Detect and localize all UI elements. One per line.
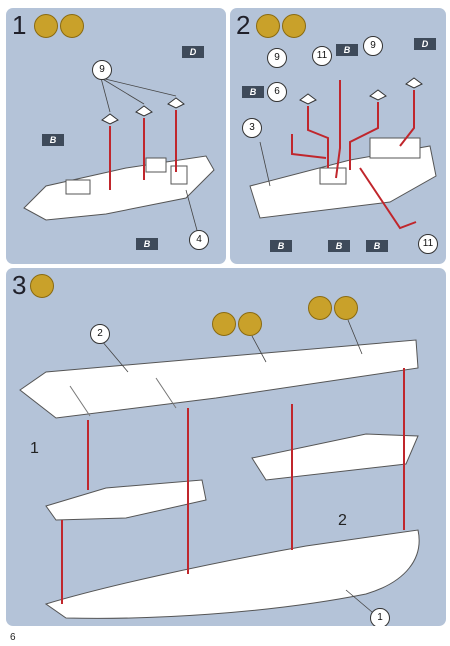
part-callout: 4 [189, 230, 209, 250]
flag-label: B [242, 86, 264, 98]
paint-icon [282, 14, 306, 38]
part-callout: 6 [267, 82, 287, 102]
step-3-panel: 3 2 1 1 2 [6, 268, 446, 626]
step-number: 2 [236, 10, 251, 40]
flag-label: B [42, 134, 64, 146]
part-callout: 2 [90, 324, 110, 344]
flag-label: B [366, 240, 388, 252]
sub-assembly-label: 2 [338, 512, 347, 529]
part-callout: 1 [370, 608, 390, 626]
brush-icon [30, 274, 54, 298]
flag-label: B [336, 44, 358, 56]
step-number: 1 [12, 10, 27, 40]
flag-label: D [182, 46, 204, 58]
step-2-drawing [249, 77, 437, 230]
step-1-drawing [23, 77, 215, 235]
part-callout: 9 [363, 36, 383, 56]
flag-label: D [414, 38, 436, 50]
step-3-drawing [19, 319, 420, 619]
part-callout: 11 [312, 46, 332, 66]
flag-label: B [136, 238, 158, 250]
part-callout: 3 [242, 118, 262, 138]
paint-icon [60, 14, 84, 38]
paint-icon [334, 296, 358, 320]
part-callout: 9 [92, 60, 112, 80]
part-callout: 9 [267, 48, 287, 68]
flag-label: B [328, 240, 350, 252]
paint-icon [238, 312, 262, 336]
step-1-panel: 1 9 4 B D B [6, 8, 226, 264]
help-icon [308, 296, 332, 320]
brush-icon [34, 14, 58, 38]
help-icon [212, 312, 236, 336]
brush-icon [256, 14, 280, 38]
part-callout: 11 [418, 234, 438, 254]
step-2-panel: 2 9 11 9 6 3 11 B D B B B B [230, 8, 446, 264]
flag-label: B [270, 240, 292, 252]
sub-assembly-label: 1 [30, 440, 39, 457]
page-number: 6 [10, 632, 16, 643]
step-number: 3 [12, 270, 27, 300]
